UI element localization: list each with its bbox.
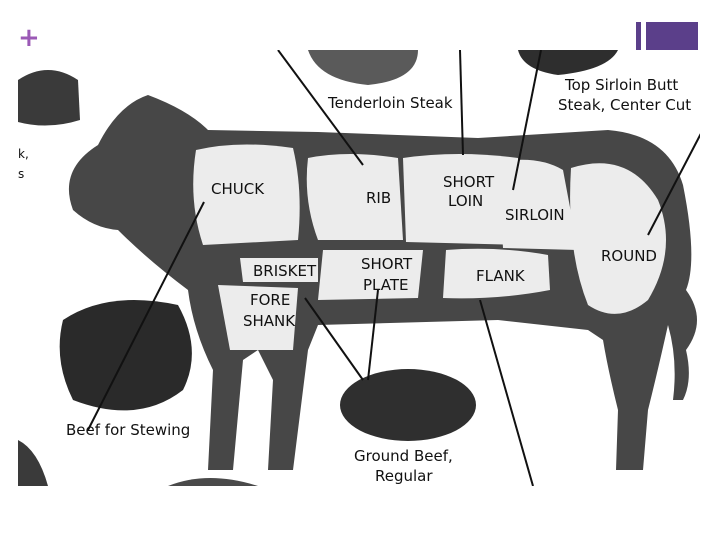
bottom-left-meat-photo [18, 440, 48, 486]
label-brisket: BRISKET [253, 262, 317, 280]
label-rib: RIB [366, 189, 391, 207]
label-sirloin: SIRLOIN [505, 206, 565, 224]
label-ground-beef-2: Regular [375, 467, 433, 485]
bottom-meat-photo [168, 478, 258, 486]
top-left-meat-photo [18, 70, 80, 126]
label-fore-shank-1: FORE [250, 291, 290, 309]
label-fore-shank-2: SHANK [243, 312, 296, 330]
label-top-sirloin-2: Steak, Center Cut [558, 96, 691, 114]
label-top-sirloin-1: Top Sirloin Butt [564, 76, 678, 94]
label-chuck: CHUCK [211, 180, 265, 198]
ground-beef-photo [340, 369, 476, 441]
label-beef-for-stewing: Beef for Stewing [66, 421, 190, 439]
label-short-loin-1: SHORT [443, 173, 495, 191]
label-tenderloin-steak: Tenderloin Steak [327, 94, 453, 112]
top-meat-photo [308, 50, 418, 85]
plus-icon: + [18, 25, 40, 51]
label-short-loin-2: LOIN [448, 192, 483, 210]
label-flank: FLANK [476, 267, 526, 285]
label-short-plate-2: PLATE [363, 276, 408, 294]
label-ground-beef-1: Ground Beef, [354, 447, 453, 465]
label-round: ROUND [601, 247, 657, 265]
beef-cuts-diagram: k, s [18, 50, 700, 486]
side-fragment-2: s [18, 167, 24, 181]
top-right-meat-photo [518, 50, 618, 75]
label-short-plate-1: SHORT [361, 255, 413, 273]
side-fragment-1: k, [18, 147, 29, 161]
